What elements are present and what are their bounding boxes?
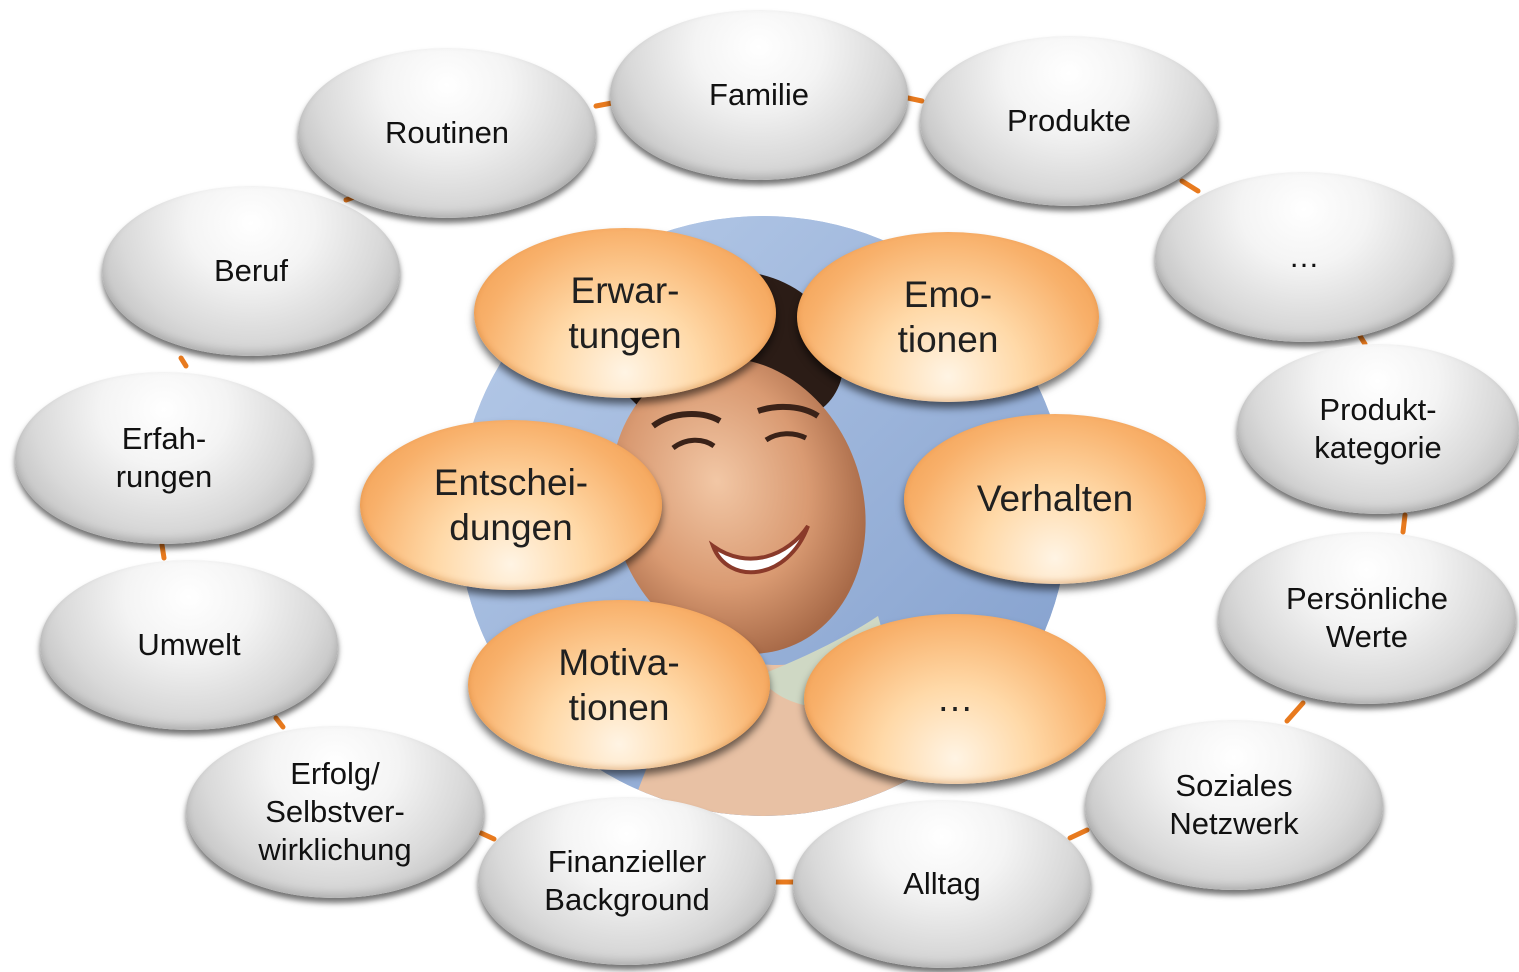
connector-werte-netzwerk <box>1287 703 1303 721</box>
node-erfolg-selbstverwirklichung: Erfolg/ Selbstver- wirklichung <box>186 726 484 898</box>
node-outer-ellipsis: … <box>1155 172 1453 342</box>
node-beruf: Beruf <box>102 186 400 356</box>
connector-produkte-ellipsis <box>1182 181 1198 191</box>
node-familie: Familie <box>610 10 908 180</box>
node-verhalten: Verhalten <box>904 414 1206 584</box>
connector-familie-produkte <box>908 98 922 101</box>
node-entscheidungen: Entschei- dungen <box>360 420 662 590</box>
node-erwartungen: Erwar- tungen <box>474 228 776 398</box>
connector-finanziell-erfolg <box>481 833 494 839</box>
node-alltag: Alltag <box>793 800 1091 968</box>
connector-produktkategorie-werte <box>1403 515 1405 532</box>
connector-erfolg-umwelt <box>276 718 283 727</box>
connector-netzwerk-alltag <box>1070 830 1087 838</box>
connector-umwelt-erfahrungen <box>162 545 164 558</box>
node-produktkategorie: Produkt- kategorie <box>1237 344 1519 514</box>
node-finanzieller-background: Finanzieller Background <box>478 797 776 965</box>
node-motivationen: Motiva- tionen <box>468 600 770 770</box>
connector-erfahrungen-beruf <box>181 358 186 366</box>
node-emotionen: Emo- tionen <box>797 232 1099 402</box>
connector-routinen-familie <box>596 103 612 106</box>
node-umwelt: Umwelt <box>40 560 338 730</box>
node-soziales-netzwerk: Soziales Netzwerk <box>1085 720 1383 890</box>
node-routinen: Routinen <box>298 48 596 218</box>
node-produkte: Produkte <box>920 36 1218 206</box>
connector-ellipsis-produktkategorie <box>1360 336 1365 344</box>
node-persoenliche-werte: Persönliche Werte <box>1218 532 1516 704</box>
node-inner-ellipsis: … <box>804 614 1106 784</box>
node-erfahrungen: Erfah- rungen <box>15 372 313 544</box>
